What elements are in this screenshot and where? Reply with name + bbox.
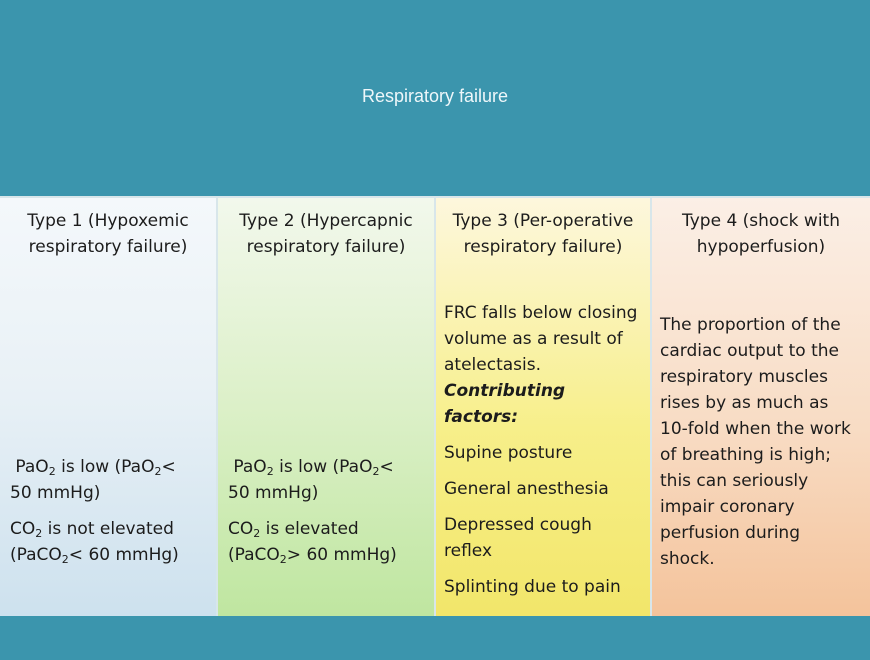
pao2-line-2: 50 mmHg)	[228, 483, 319, 503]
factor-item: Supine posture	[444, 443, 573, 463]
pao2-line-2: 50 mmHg)	[10, 483, 101, 503]
contributing-factors-label: Contributing factors:	[444, 381, 566, 427]
co2-line: CO2 is elevated	[228, 519, 359, 540]
column-header-type-3: Type 3 (Per-operative respiratory failur…	[452, 211, 634, 257]
column-body-type-2: PaO2 is low (PaO2< 50 mmHg) CO2 is eleva…	[228, 454, 426, 568]
column-type-3: Type 3 (Per-operative respiratory failur…	[436, 198, 652, 616]
column-header-type-1: Type 1 (Hypoxemic respiratory failure)	[27, 211, 189, 257]
column-header-type-4: Type 4 (shock with hypoperfusion)	[682, 211, 840, 257]
pao2-line: PaO2 is low (PaO2<	[15, 457, 176, 478]
co2-line-2: (PaCO2> 60 mmHg)	[228, 545, 397, 566]
slide-title: Respiratory failure	[361, 86, 509, 106]
co2-line-2: (PaCO2< 60 mmHg)	[10, 545, 179, 566]
type-3-intro: FRC falls below closing volume as a resu…	[444, 303, 638, 375]
factor-item: Splinting due to pain	[444, 577, 621, 597]
factor-item: General anesthesia	[444, 479, 609, 499]
column-body-type-1: PaO2 is low (PaO2< 50 mmHg) CO2 is not e…	[10, 454, 208, 568]
co2-line: CO2 is not elevated	[10, 519, 174, 540]
respiratory-failure-table: Type 1 (Hypoxemic respiratory failure) P…	[0, 196, 870, 616]
column-body-type-3: FRC falls below closing volume as a resu…	[444, 300, 642, 600]
column-type-4: Type 4 (shock with hypoperfusion) The pr…	[652, 198, 870, 616]
type-4-description: The proportion of the cardiac output to …	[660, 315, 851, 569]
column-header-type-2: Type 2 (Hypercapnic respiratory failure)	[239, 211, 413, 257]
factor-item: Depressed cough reflex	[444, 515, 592, 561]
column-type-2: Type 2 (Hypercapnic respiratory failure)…	[218, 198, 436, 616]
pao2-line: PaO2 is low (PaO2<	[233, 457, 394, 478]
column-type-1: Type 1 (Hypoxemic respiratory failure) P…	[0, 198, 218, 616]
